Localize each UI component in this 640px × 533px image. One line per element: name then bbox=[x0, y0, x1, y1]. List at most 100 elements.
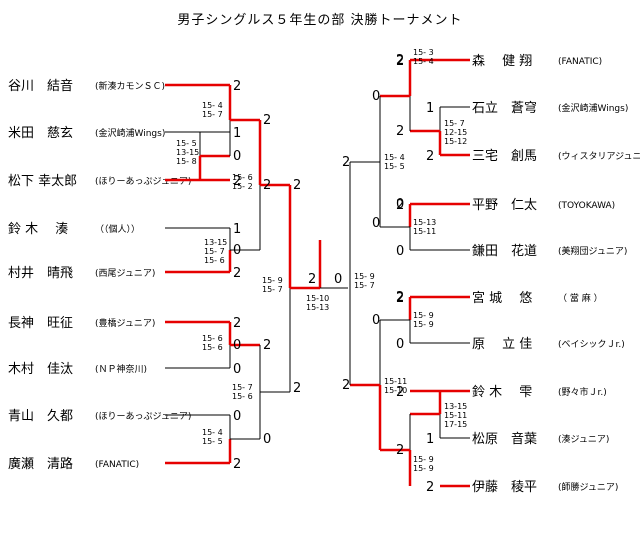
win-count: 2 bbox=[396, 385, 404, 400]
player-club: (ベイシックＪr.) bbox=[558, 339, 625, 350]
player-club: (ほりーあっぷジュニア) bbox=[95, 411, 191, 422]
win-count: 2 bbox=[293, 178, 301, 193]
player-club: (新湊カモンＳＣ) bbox=[95, 80, 165, 92]
player-name: 原 立 佳 bbox=[472, 337, 532, 352]
win-count: 0 bbox=[233, 362, 241, 377]
match-score: 15- 9 bbox=[413, 311, 434, 320]
win-count: 0 bbox=[263, 432, 271, 447]
player-name: 森 健 翔 bbox=[472, 54, 532, 69]
win-count: 2 bbox=[426, 480, 434, 495]
match-score: 15- 7 bbox=[262, 285, 283, 294]
win-count: 0 bbox=[396, 337, 404, 352]
player-name: 鎌田 花道 bbox=[472, 243, 537, 259]
match-score: 15- 5 bbox=[202, 437, 223, 446]
match-score: 15-12 bbox=[444, 137, 467, 146]
match-score: 15-11 bbox=[444, 411, 467, 420]
player-club: (FANATIC) bbox=[95, 460, 139, 470]
match-score: 15- 5 bbox=[384, 162, 405, 171]
win-count: 2 bbox=[263, 113, 271, 128]
match-score: 15-13 bbox=[306, 303, 329, 312]
player-club: (西尾ジュニア) bbox=[95, 268, 155, 279]
player-club: (豊橋ジュニア) bbox=[95, 317, 155, 329]
match-score: 15- 6 bbox=[202, 343, 223, 352]
win-count: 2 bbox=[396, 53, 404, 68]
player-club: (湊ジュニア) bbox=[558, 433, 609, 445]
win-count: 2 bbox=[396, 198, 404, 213]
player-name: 平野 仁太 bbox=[472, 198, 537, 213]
player-club: (美翔団ジュニア) bbox=[558, 245, 627, 257]
player-club: (TOYOKAWA) bbox=[558, 201, 615, 211]
player-club: (金沢崎浦Wings) bbox=[95, 127, 165, 139]
match-score: 15-11 bbox=[384, 377, 407, 386]
win-count: 2 bbox=[342, 155, 350, 170]
player-name: 谷川 結音 bbox=[8, 78, 73, 94]
player-name: 村井 晴飛 bbox=[8, 266, 73, 281]
win-count: 1 bbox=[426, 101, 434, 116]
match-score: 15-13 bbox=[413, 218, 436, 227]
player-name: 石立 蒼穹 bbox=[472, 100, 537, 116]
player-name: 青山 久都 bbox=[8, 409, 73, 424]
match-score: 15- 9 bbox=[262, 276, 283, 285]
win-count: 2 bbox=[308, 272, 316, 287]
win-count: 2 bbox=[233, 174, 241, 189]
match-score: 15- 7 bbox=[232, 383, 253, 392]
match-score: 15- 4 bbox=[202, 101, 223, 110]
match-score: 15- 7 bbox=[204, 247, 225, 256]
win-count: 1 bbox=[233, 222, 241, 237]
player-club: (ＮＰ神奈川) bbox=[95, 363, 147, 375]
match-score: 13-15 bbox=[204, 238, 227, 247]
match-score: 15- 2 bbox=[232, 182, 253, 191]
win-count: 0 bbox=[334, 272, 342, 287]
match-score: 15- 6 bbox=[232, 392, 253, 401]
player-name: 伊藤 稜平 bbox=[472, 480, 537, 495]
match-score: 13-15 bbox=[444, 402, 467, 411]
win-count: 2 bbox=[396, 290, 404, 305]
win-count: 0 bbox=[372, 89, 380, 104]
win-count: 0 bbox=[233, 338, 241, 353]
match-score: 15- 4 bbox=[413, 57, 434, 66]
player-name: 宮 城 悠 bbox=[472, 290, 532, 306]
win-count: 0 bbox=[396, 244, 404, 259]
win-count: 2 bbox=[233, 316, 241, 331]
match-score: 15-10 bbox=[306, 294, 329, 303]
match-score: 15-10 bbox=[384, 386, 407, 395]
win-count: 2 bbox=[233, 79, 241, 94]
win-count: 2 bbox=[233, 266, 241, 281]
match-score: 13-15 bbox=[176, 148, 199, 157]
win-count: 0 bbox=[396, 197, 404, 212]
match-score: 15- 9 bbox=[413, 455, 434, 464]
match-score: 15-11 bbox=[413, 227, 436, 236]
win-count: 2 bbox=[396, 124, 404, 139]
match-score: 17-15 bbox=[444, 420, 467, 429]
match-score: 15- 9 bbox=[413, 320, 434, 329]
win-count: 0 bbox=[372, 216, 380, 231]
player-club: (野々市Ｊr.) bbox=[558, 386, 607, 398]
match-score: 15- 9 bbox=[354, 272, 375, 281]
match-score: 15- 8 bbox=[176, 157, 197, 166]
player-club: （（個人）） bbox=[95, 223, 140, 235]
player-name: 米田 慈玄 bbox=[8, 126, 73, 141]
win-count: 1 bbox=[233, 126, 241, 141]
win-count: 0 bbox=[233, 149, 241, 164]
player-name: 三宅 創馬 bbox=[472, 149, 537, 164]
match-score: 15- 6 bbox=[202, 334, 223, 343]
win-count: 2 bbox=[396, 54, 404, 69]
win-count: 1 bbox=[426, 432, 434, 447]
match-score: 12-15 bbox=[444, 128, 467, 137]
player-club: (FANATIC) bbox=[558, 57, 602, 67]
match-score: 15- 4 bbox=[202, 428, 223, 437]
match-score: 15- 4 bbox=[384, 153, 405, 162]
player-name: 木村 佳汰 bbox=[8, 362, 73, 377]
player-name: 長神 旺征 bbox=[8, 316, 73, 331]
win-count: 0 bbox=[372, 313, 380, 328]
player-name: 廣瀬 清路 bbox=[8, 456, 73, 472]
win-count: 0 bbox=[233, 409, 241, 424]
win-count: 2 bbox=[263, 338, 271, 353]
win-count: 2 bbox=[396, 291, 404, 306]
win-count: 2 bbox=[233, 457, 241, 472]
player-club: (ほりーあっぷジュニア) bbox=[95, 176, 191, 187]
win-count: 2 bbox=[263, 178, 271, 193]
player-name: 松下 幸太郎 bbox=[8, 174, 77, 189]
player-club: （ 當 麻 ） bbox=[558, 292, 603, 304]
